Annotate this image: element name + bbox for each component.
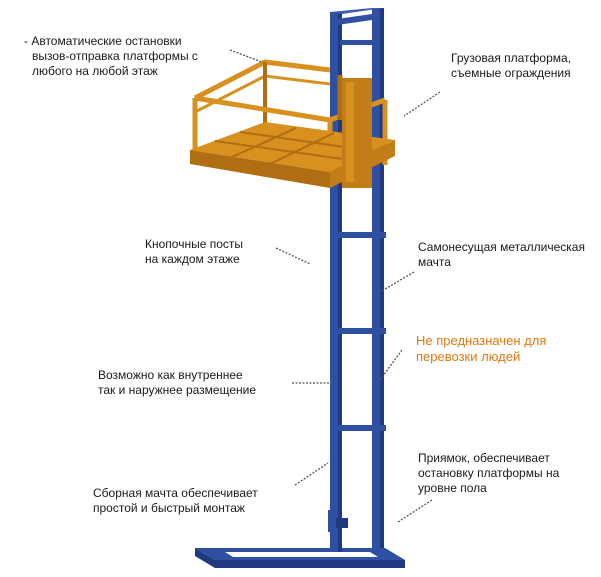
label-placement: Возможно как внутреннее так и наружнее р… xyxy=(98,368,257,397)
leader-assembly xyxy=(294,462,329,486)
label-pit: Приямок, обеспечивает остановку платформ… xyxy=(418,451,560,495)
label-auto-stops: - Автоматические остановки вызов-отправк… xyxy=(24,34,198,78)
leader-lines xyxy=(229,49,441,523)
leader-not-for-people xyxy=(379,349,403,381)
leader-cargo-platform xyxy=(403,91,441,117)
label-assembly: Сборная мачта обеспечивает простой и быс… xyxy=(93,486,258,515)
leader-mast xyxy=(379,271,415,293)
label-not-for-people: Не предназначен для перевозки людей xyxy=(416,333,547,364)
leader-button-posts xyxy=(275,247,311,265)
leader-auto-stops xyxy=(229,49,263,63)
mast xyxy=(328,8,386,552)
label-self-supporting-mast: Самонесущая металлическая мачта xyxy=(418,240,585,269)
mast-base-frame xyxy=(195,548,405,568)
label-cargo-platform: Грузовая платформа, съемные ограждения xyxy=(451,51,572,80)
label-button-posts: Кнопочные посты на каждом этаже xyxy=(145,237,244,266)
leader-pit xyxy=(397,499,433,523)
cargo-platform xyxy=(190,59,395,188)
